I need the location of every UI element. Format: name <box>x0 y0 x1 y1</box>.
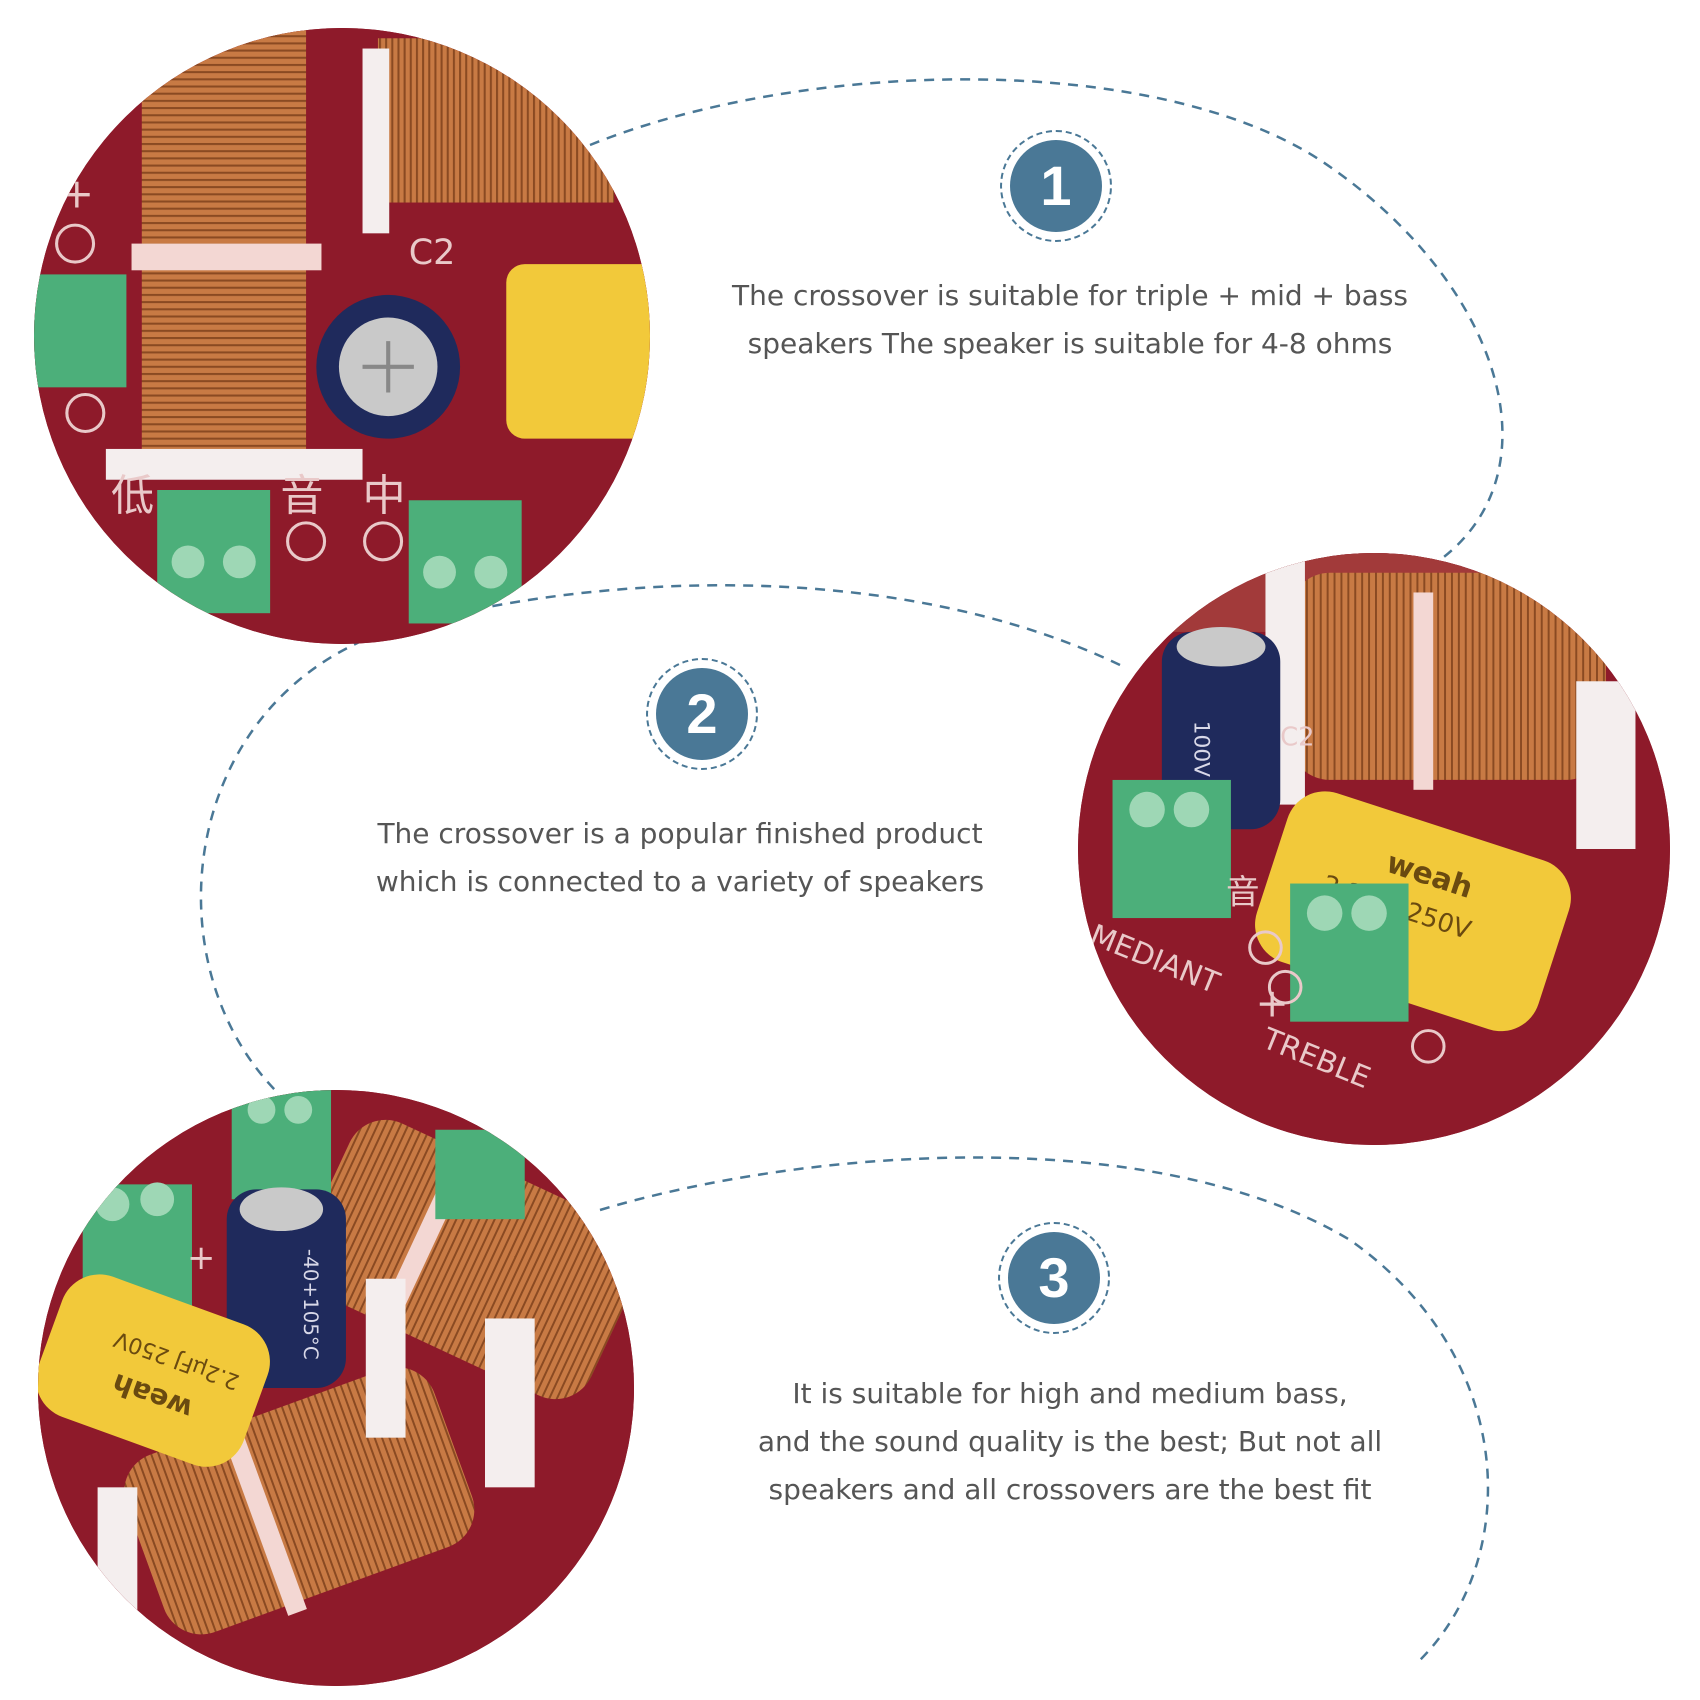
inductor-coil <box>377 38 615 203</box>
screw-terminal <box>1112 779 1231 919</box>
step-number: 1 <box>1010 140 1102 232</box>
inductor-coil <box>1290 572 1606 780</box>
caption-line: speakers and all crossovers are the best… <box>768 1473 1372 1506</box>
caption-line: and the sound quality is the best; But n… <box>757 1425 1383 1458</box>
board-label-c2: C2 <box>409 233 456 273</box>
caption-line: It is suitable for high and medium bass, <box>792 1377 1348 1410</box>
electrolytic-label: -40+105°C <box>299 1249 322 1360</box>
film-capacitor <box>506 264 650 439</box>
product-photo-top-left: C2 低 音 中 + <box>34 28 650 644</box>
crossover-board-closeup-2: 100V 22µF weah 2.2µFJ 250V MEDIANT TREBL… <box>1078 553 1670 1145</box>
screw-terminal <box>408 500 522 624</box>
product-photo-right: 100V 22µF weah 2.2µFJ 250V MEDIANT TREBL… <box>1078 553 1670 1145</box>
board-label-char: 音 <box>1226 872 1260 911</box>
feature-caption-3: It is suitable for high and medium bass,… <box>700 1370 1440 1514</box>
caption-line: speakers The speaker is suitable for 4-8… <box>747 327 1393 360</box>
film-capacitor <box>38 1274 270 1467</box>
board-label-char: 中 <box>363 472 406 522</box>
board-label-plus: + <box>187 1238 215 1277</box>
screw-terminal <box>34 274 127 388</box>
feature-caption-2: The crossover is a popular finished prod… <box>310 810 1050 906</box>
step-badge-3: 3 <box>998 1222 1110 1334</box>
step-badge-1: 1 <box>1000 130 1112 242</box>
step-number: 2 <box>656 668 748 760</box>
board-label-char: 低 <box>111 472 154 522</box>
product-photo-bottom-left: -40+105°C weah 2.2µFJ 250V + <box>38 1090 634 1686</box>
caption-line: which is connected to a variety of speak… <box>375 865 985 898</box>
screw-terminal <box>157 490 271 614</box>
board-label-char: 音 <box>280 472 323 522</box>
board-label-c2: C2 <box>1280 722 1314 752</box>
screw-terminal <box>1290 883 1409 1022</box>
board-label-plus: + <box>60 170 94 218</box>
caption-line: The crossover is a popular finished prod… <box>377 817 983 850</box>
step-badge-2: 2 <box>646 658 758 770</box>
screw-terminal <box>231 1090 332 1200</box>
inductor-coil <box>299 1119 634 1400</box>
caption-line: The crossover is suitable for triple + m… <box>731 279 1409 312</box>
crossover-board-closeup-1: C2 低 音 中 + <box>34 28 650 644</box>
step-number: 3 <box>1008 1232 1100 1324</box>
feature-caption-1: The crossover is suitable for triple + m… <box>700 272 1440 368</box>
screw-terminal <box>435 1129 525 1220</box>
crossover-board-closeup-3: -40+105°C weah 2.2µFJ 250V + <box>38 1090 634 1686</box>
